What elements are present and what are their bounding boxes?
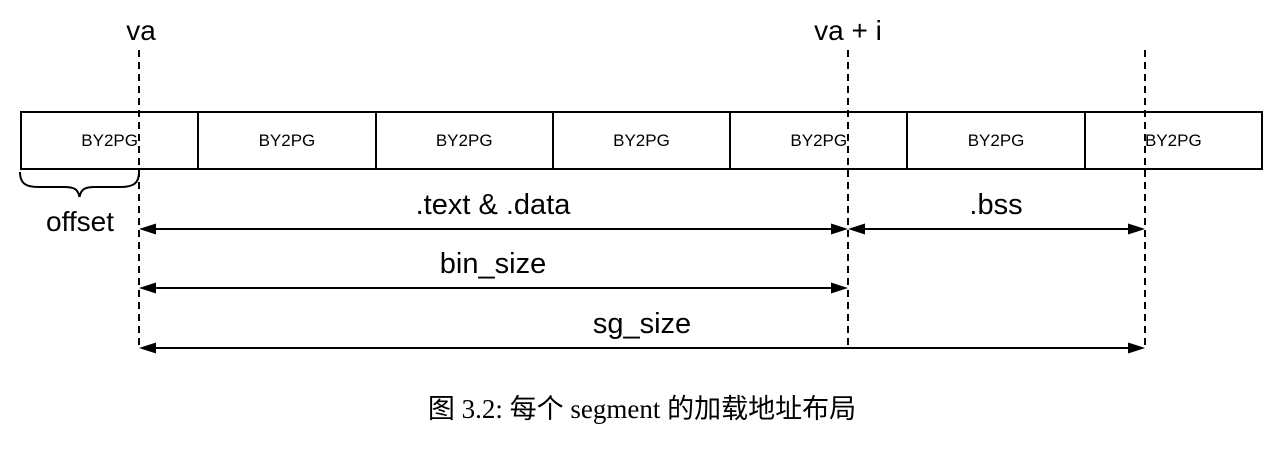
page-cell: BY2PG xyxy=(1086,113,1261,168)
page-cell-label: BY2PG xyxy=(435,131,493,150)
page-cell-label: BY2PG xyxy=(967,131,1025,150)
bss-span-label: .bss xyxy=(969,189,1023,221)
bss-arrow xyxy=(848,223,1145,235)
page-cell-label: BY2PG xyxy=(790,131,848,150)
page-cell: BY2PG xyxy=(731,113,909,168)
arrowhead-left-icon xyxy=(848,223,865,235)
arrowhead-right-icon xyxy=(1128,342,1145,354)
page-cell-label: BY2PG xyxy=(258,131,316,150)
bin-size-arrow xyxy=(139,282,848,294)
figure-caption: 图 3.2: 每个 segment 的加载地址布局 xyxy=(427,394,857,424)
sg-size-arrow xyxy=(139,342,1145,354)
page-cell-label: BY2PG xyxy=(81,131,138,150)
va-plus-i-label: va + i xyxy=(814,15,882,46)
page-cell-label: BY2PG xyxy=(1144,131,1202,150)
page-cell: BY2PG xyxy=(199,113,377,168)
arrowhead-right-icon xyxy=(831,282,848,294)
arrowhead-left-icon xyxy=(139,342,156,354)
page-cell: BY2PG xyxy=(22,113,200,168)
offset-label: offset xyxy=(46,206,114,237)
sg-size-span-label: sg_size xyxy=(592,308,692,340)
text-data-arrow xyxy=(139,223,848,235)
page-cell-label: BY2PG xyxy=(613,131,670,150)
offset-brace xyxy=(19,171,140,198)
arrowhead-left-icon xyxy=(139,282,156,294)
va-label: va xyxy=(126,15,156,46)
text-data-span-label: .text & .data xyxy=(415,189,571,221)
arrowhead-left-icon xyxy=(139,223,156,235)
segment-page-row: BY2PG BY2PG BY2PG BY2PG BY2PG BY2PG BY2P… xyxy=(20,111,1263,170)
page-cell: BY2PG xyxy=(554,113,732,168)
page-cell: BY2PG xyxy=(908,113,1086,168)
arrowhead-right-icon xyxy=(831,223,848,235)
bin-size-span-label: bin_size xyxy=(439,248,547,280)
page-cell: BY2PG xyxy=(377,113,554,168)
arrowhead-right-icon xyxy=(1128,223,1145,235)
